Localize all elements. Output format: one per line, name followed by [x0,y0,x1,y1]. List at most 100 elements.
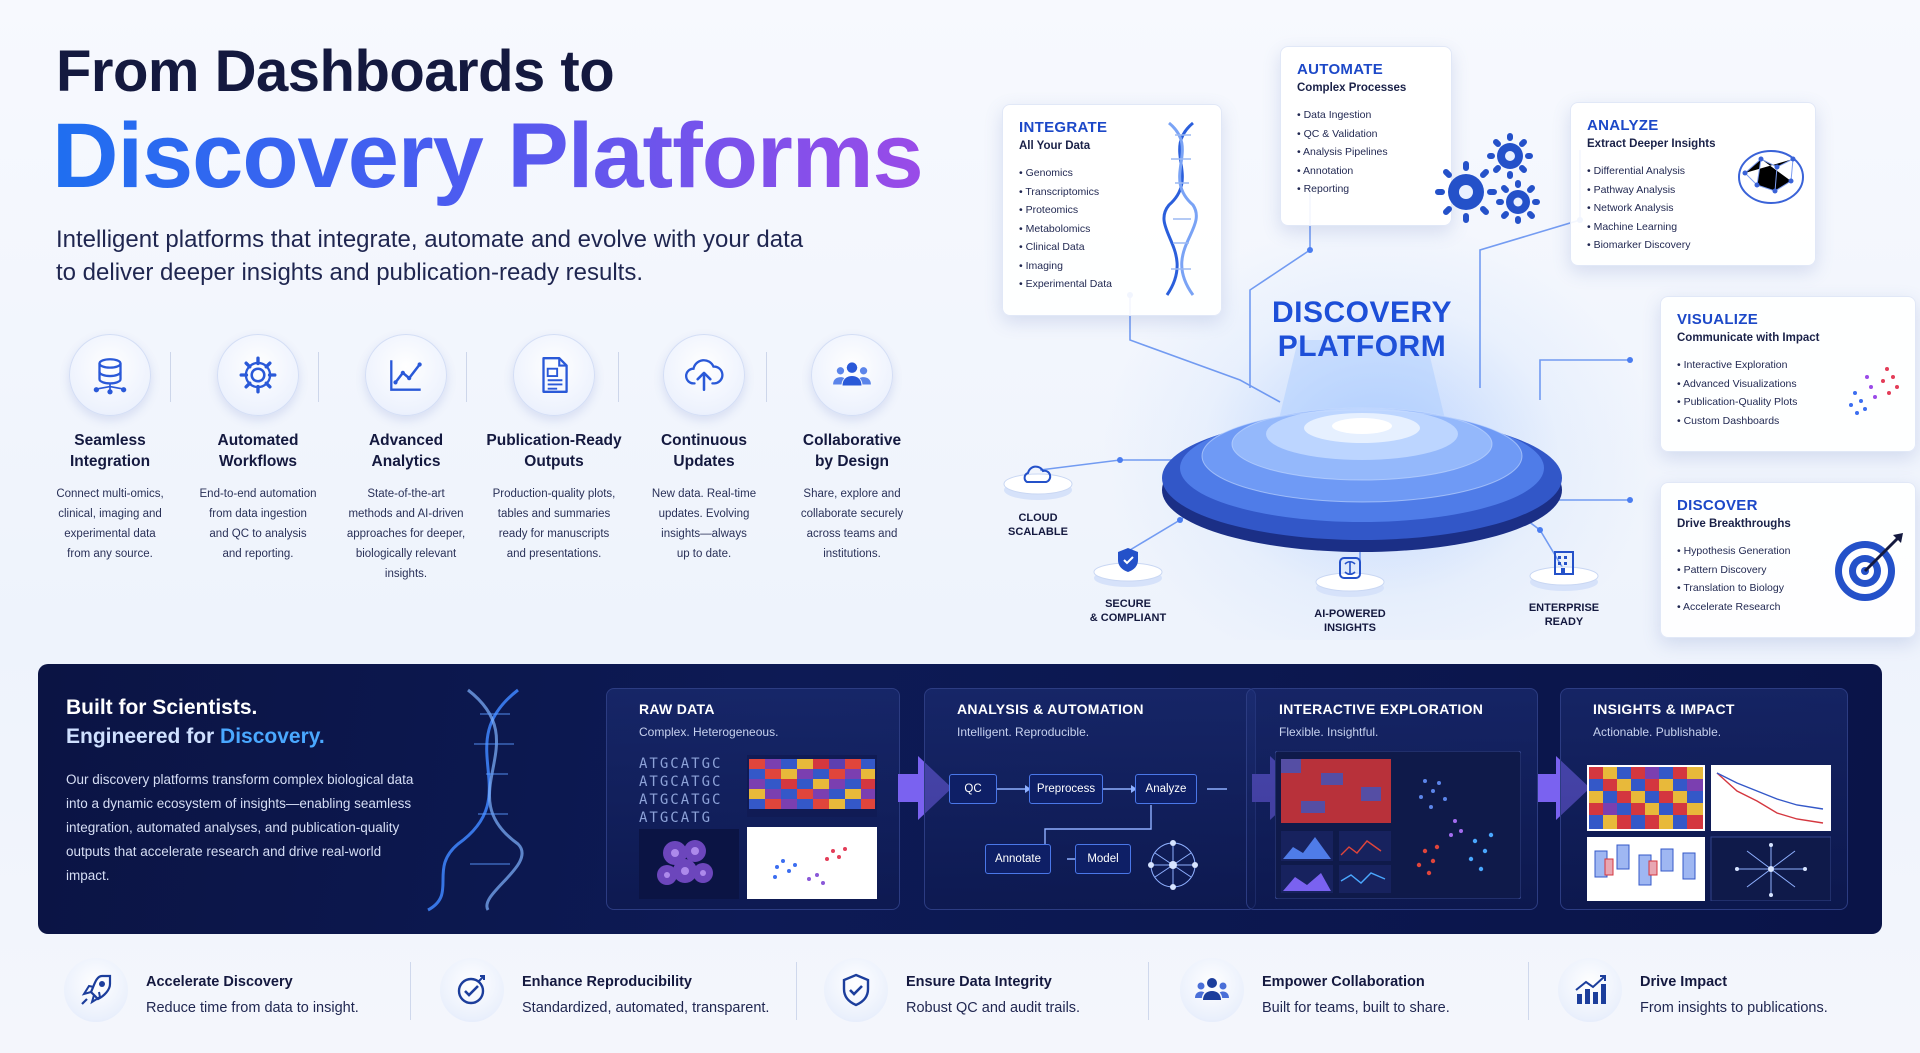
benefits-row: Accelerate Discovery Reduce time from da… [38,950,1882,1040]
card-list-item: Proteomics [1019,201,1205,220]
platform-illustration [1039,150,1633,581]
feature-desc-line: Share, explore and [803,488,901,500]
flow-node-preprocess: Preprocess [1029,774,1103,804]
pedestal-label: INSIGHTS [1324,622,1376,634]
band-heading-line1: Built for Scientists. [66,696,258,719]
sequence-row: ATGCATG [639,810,713,826]
document-icon [513,334,595,416]
feature-divider [466,352,467,402]
benefit-title: Empower Collaboration [1262,974,1425,990]
gear-icon [217,334,299,416]
card-discover: DISCOVER Drive Breakthroughs Hypothesis … [1660,482,1916,638]
card-list: Differential Analysis Pathway Analysis N… [1587,162,1799,255]
benefit-desc: Built for teams, built to share. [1262,1000,1450,1016]
feature-desc-line: Connect multi-omics, [56,488,164,500]
band-heading-accent: Discovery. [220,725,325,748]
benefit-title: Enhance Reproducibility [522,974,692,990]
card-subtitle: All Your Data [1019,140,1091,152]
card-list-item: Experimental Data [1019,275,1205,294]
benefit-desc: Reduce time from data to insight. [146,1000,359,1016]
card-integrate: INTEGRATE All Your Data Genomics Transcr… [1002,104,1222,316]
feature-desc-line: and reporting. [222,548,294,560]
card-list-item: Interactive Exploration [1677,356,1899,375]
card-title: AUTOMATE [1297,61,1384,78]
pedestal-secure-compliant: SECURE& COMPLIANT [1068,544,1188,625]
card-list-item: Data Ingestion [1297,106,1435,125]
pipeline-connectors [997,785,1227,890]
flow-node-model: Model [1075,844,1131,874]
scatter-plot-icon [1849,367,1899,415]
feature-desc-line: ready for manuscripts [498,528,610,540]
brain-network-icon [1738,150,1804,204]
brain-chip-icon [1315,557,1385,597]
card-subtitle: Drive Breakthroughs [1677,518,1791,530]
line-chart-icon [365,334,447,416]
card-list: Data Ingestion QC & Validation Analysis … [1297,106,1435,199]
feature-desc-line: New data. Real-time [651,488,757,500]
feature-title-line2: by Design [814,453,890,470]
feature-divider [618,352,619,402]
dna-helix-icon [1162,121,1198,296]
feature-desc-line: from any source. [67,548,153,560]
card-list-item: Clinical Data [1019,238,1205,257]
card-title: VISUALIZE [1677,311,1759,328]
database-icon [69,334,151,416]
stage-analysis-automation: ANALYSIS & AUTOMATION Intelligent. Repro… [924,688,1256,910]
feature-title-line1: Publication-Ready [486,432,622,449]
feature-title-line1: Continuous [660,432,748,449]
pedestal-label: SCALABLE [1008,526,1068,538]
card-list-item: QC & Validation [1297,125,1435,144]
pedestal-label: AI-POWERED [1314,608,1386,620]
building-icon [1529,551,1599,591]
feature-title-line2: Analytics [371,453,441,470]
benefit-title: Drive Impact [1640,974,1728,990]
flow-node-analyze: Analyze [1135,774,1197,804]
feature-desc-line: up to date. [676,548,732,560]
target-icon [1835,533,1903,601]
feature-desc-line: across teams and [806,528,898,540]
team-icon [811,334,893,416]
card-list: Hypothesis Generation Pattern Discovery … [1677,542,1899,616]
sequence-row: ATGCATGC [639,774,723,790]
card-subtitle: Extract Deeper Insights [1587,138,1716,150]
hero-title-line1: From Dashboards to [56,39,615,104]
stage-title: INSIGHTS & IMPACT [1593,701,1735,717]
stage-title: ANALYSIS & AUTOMATION [957,701,1144,717]
card-list-item: Hypothesis Generation [1677,542,1899,561]
flow-arrow-stem [898,774,920,802]
benefit-accelerate-discovery: Accelerate Discovery Reduce time from da… [64,958,364,1028]
stage-subtitle: Intelligent. Reproducible. [957,725,1090,739]
benefit-ensure-data-integrity: Ensure Data Integrity Robust QC and audi… [824,958,1144,1028]
platform-title: DISCOVERY PLATFORM [1242,296,1482,364]
benefit-title: Ensure Data Integrity [906,974,1052,990]
feature-title-line1: Collaborative [802,432,902,449]
card-list-item: Pathway Analysis [1587,181,1799,200]
stage-subtitle: Actionable. Publishable. [1593,725,1722,739]
hero-subtitle: Intelligent platforms that integrate, au… [56,223,876,289]
feature-desc-line: End-to-end automation [199,488,317,500]
feature-divider [318,352,319,402]
feature-divider [170,352,171,402]
feature-desc-line: tables and summaries [497,508,611,520]
flow-arrow-stem [1538,774,1560,802]
discovery-platform-diagram: DISCOVERY PLATFORM INTEGRATE All Your Da… [980,40,1920,660]
card-visualize: VISUALIZE Communicate with Impact Intera… [1660,296,1916,452]
platform-title-line1: DISCOVERY [1271,296,1453,329]
card-list-item: Pattern Discovery [1677,561,1899,580]
card-list: Interactive Exploration Advanced Visuali… [1677,356,1899,430]
sequence-block: ATGCATGC ATGCATGC ATGCATGC ATGCATG [639,755,722,827]
stage-subtitle: Flexible. Insightful. [1279,725,1379,739]
card-list-item: Metabolomics [1019,220,1205,239]
card-list-item: Network Analysis [1587,199,1799,218]
feature-desc-line: experimental data [64,528,156,540]
card-title: ANALYZE [1587,117,1659,134]
stage-raw-data: RAW DATA Complex. Heterogeneous. ATGCATG… [606,688,900,910]
band-heading-line2: Engineered for Discovery. [66,725,325,749]
card-list-item: Translation to Biology [1677,579,1899,598]
team-icon [1180,958,1244,1022]
benefit-enhance-reproducibility: Enhance Reproducibility Standardized, au… [440,958,780,1028]
